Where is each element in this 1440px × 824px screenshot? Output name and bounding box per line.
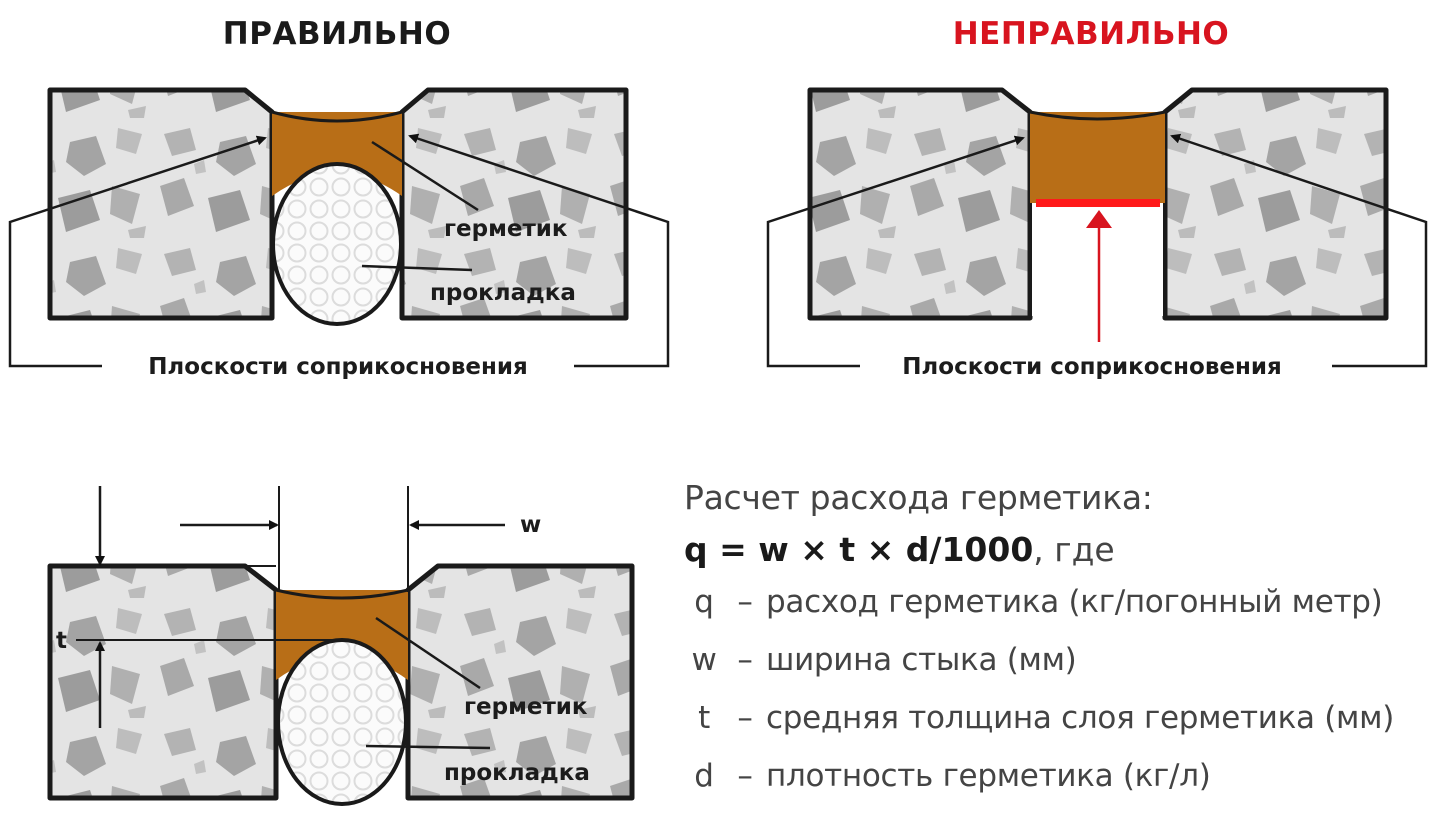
sealant-leader-line — [375, 616, 481, 690]
sealant-surface — [1029, 110, 1166, 121]
left-concrete-slab — [47, 563, 279, 801]
contact-surfaces-label: Плоскости соприкосновения — [902, 354, 1282, 380]
legend-item-d: d–плотность герметика (кг/л) — [684, 756, 1394, 814]
legend-dash: – — [737, 700, 753, 736]
t-dimension-label: t — [56, 628, 67, 654]
formula-heading: Расчет расхода герметика: — [684, 478, 1153, 517]
sealant-label: герметик — [444, 216, 568, 242]
right-concrete-slab — [1162, 87, 1389, 321]
legend-dash: – — [737, 642, 753, 678]
right-concrete-slab — [405, 563, 635, 801]
w-dimension-label: w — [520, 512, 541, 538]
consumption-formula: Расчет расхода герметика: q = w × t × d/… — [684, 478, 1394, 814]
correct-title: ПРАВИЛЬНО — [223, 16, 451, 52]
incorrect-panel: НЕПРАВИЛЬНО Плоскости соприкосновения — [766, 16, 1428, 380]
sealant-surface — [275, 588, 409, 600]
contact-bracket-left — [766, 135, 1025, 368]
legend-dash: – — [737, 584, 753, 620]
bond-pointer-arrowhead — [1086, 210, 1112, 228]
legend-symbol: w — [691, 642, 717, 678]
right-concrete-slab — [399, 87, 629, 321]
correct-panel: ПРАВИЛЬНО герметик прокладка Плоскости с… — [8, 16, 670, 380]
legend-item-t: t–средняя толщина слоя герметика (мм) — [684, 698, 1394, 756]
contact-bracket-right — [1170, 133, 1428, 368]
equation-tail: , где — [1033, 530, 1115, 569]
formula-equation: q = w × t × d/1000, где — [684, 530, 1394, 570]
legend-text: расход герметика (кг/погонный метр) — [766, 584, 1383, 620]
sealant-label: герметик — [464, 694, 588, 720]
gasket-label: прокладка — [444, 760, 590, 786]
gasket-leader-line — [365, 744, 491, 750]
legend-symbol: q — [694, 584, 714, 620]
left-concrete-slab — [47, 87, 275, 321]
legend-symbol: t — [698, 700, 710, 736]
contact-bracket-left — [8, 135, 267, 368]
backer-rod-gasket — [271, 162, 403, 326]
left-concrete-slab — [807, 87, 1033, 321]
legend-item-w: w–ширина стыка (мм) — [684, 640, 1394, 698]
backer-rod-gasket — [276, 638, 408, 806]
gasket-label: прокладка — [430, 280, 576, 306]
gasket-leader-line — [361, 264, 473, 272]
sealant-fill — [1030, 112, 1165, 203]
legend-item-q: q–расход герметика (кг/погонный метр) — [684, 582, 1394, 640]
contact-bracket-right — [408, 133, 670, 368]
contact-surfaces-label: Плоскости соприкосновения — [148, 354, 528, 380]
sealant-leader-line — [371, 140, 479, 212]
legend-dash: – — [737, 758, 753, 794]
dimension-panel: герметик прокладка w t — [47, 486, 635, 806]
legend-text: средняя толщина слоя герметика (мм) — [766, 700, 1395, 736]
legend-text: ширина стыка (мм) — [766, 642, 1077, 678]
incorrect-title: НЕПРАВИЛЬНО — [953, 16, 1230, 52]
equation-text: q = w × t × d/1000 — [684, 530, 1034, 569]
sealant-surface — [271, 110, 403, 123]
legend-text: плотность герметика (кг/л) — [766, 758, 1211, 794]
legend-symbol: d — [694, 758, 714, 794]
